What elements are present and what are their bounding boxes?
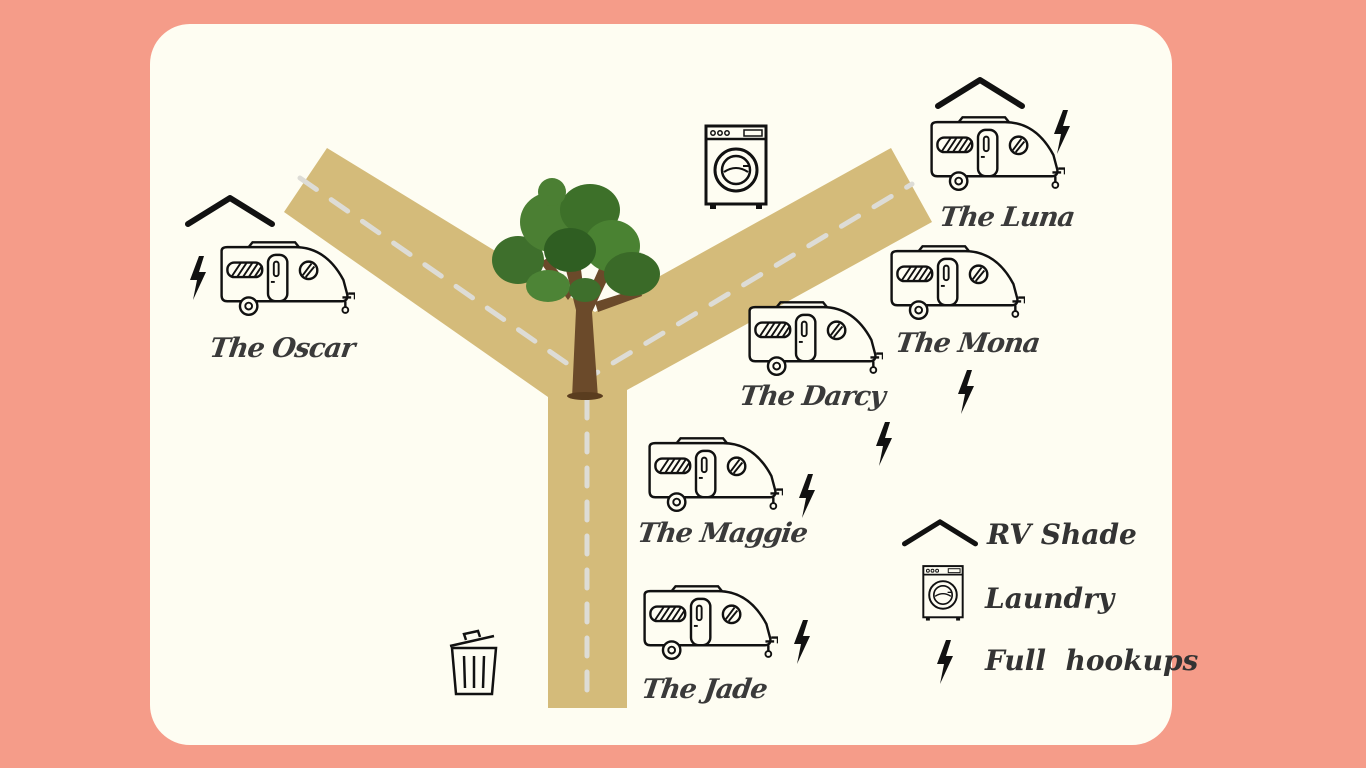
jade-hookup-icon [794, 620, 810, 664]
legend-label-rv-shade: RV Shade [987, 518, 1137, 551]
site-label-darcy[interactable]: The Darcy [737, 381, 887, 412]
site-label-luna[interactable]: The Luna [937, 202, 1077, 233]
maggie-rv-icon[interactable] [648, 437, 783, 513]
mona-hookup-icon [958, 370, 974, 414]
legend-washing-machine-icon [922, 565, 964, 622]
legend-label-laundry: Laundry [985, 582, 1115, 615]
site-label-oscar[interactable]: The Oscar [207, 333, 357, 364]
site-label-mona[interactable]: The Mona [893, 328, 1042, 359]
trash-can-icon [449, 629, 498, 696]
darcy-hookup-icon [876, 422, 892, 466]
jade-rv-icon[interactable] [643, 585, 778, 661]
luna-rv-shade-icon [938, 80, 1022, 106]
oscar-rv-icon[interactable] [220, 241, 355, 317]
legend-lightning-bolt-icon [937, 640, 953, 684]
oscar-hookup-icon [190, 256, 206, 300]
luna-rv-icon[interactable] [930, 116, 1065, 192]
site-label-maggie[interactable]: The Maggie [635, 518, 810, 549]
mona-rv-icon[interactable] [890, 245, 1025, 321]
maggie-hookup-icon [799, 474, 815, 518]
luna-hookup-icon [1054, 110, 1070, 154]
legend-label-full-hookups: Full hookups [985, 644, 1199, 677]
site-label-jade[interactable]: The Jade [639, 674, 769, 705]
oscar-rv-shade-icon [188, 198, 272, 224]
darcy-rv-icon[interactable] [748, 301, 883, 377]
legend-roof-icon [905, 522, 976, 544]
washing-machine-icon [704, 124, 768, 210]
tree-icon [492, 178, 660, 400]
